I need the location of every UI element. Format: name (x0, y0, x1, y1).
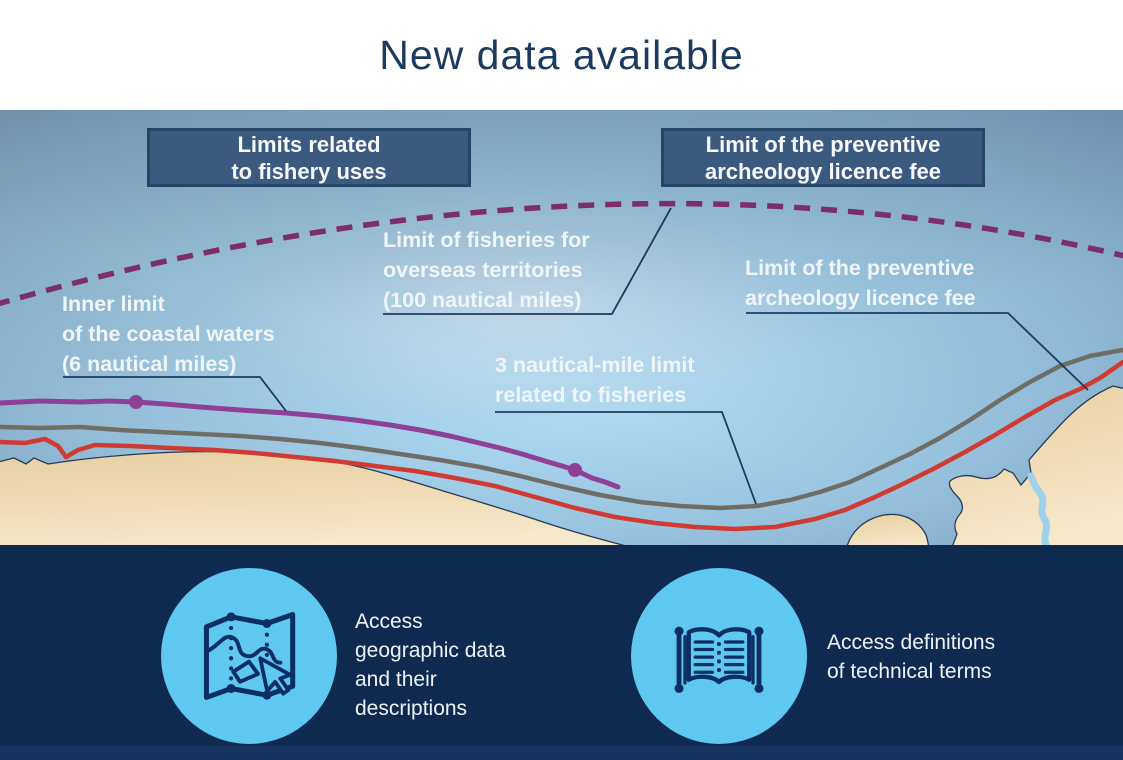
leader-inner-limit (63, 376, 287, 412)
coastal-map: Limits related to fishery uses Limit of … (0, 110, 1123, 545)
purple-line-node-1 (129, 395, 143, 409)
footer-band: Access geographic data and their descrip… (0, 545, 1123, 760)
label-preventive-archeology: Limit of the preventive archeology licen… (745, 253, 976, 313)
label-inner-limit: Inner limit of the coastal waters (6 nau… (62, 289, 275, 379)
bottom-accent-strip (0, 746, 1123, 760)
footer-text-line: Access (355, 610, 423, 633)
legend-box-line: Limits related (237, 131, 381, 157)
legend-box-preventive-archeology: Limit of the preventive archeology licen… (661, 128, 985, 187)
leader-preventive (746, 312, 1089, 391)
footer-text-line: and their (355, 668, 437, 691)
label-line: related to fisheries (495, 383, 687, 407)
page-title: New data available (379, 31, 744, 78)
label-line: Inner limit (62, 292, 165, 316)
label-line: Limit of fisheries for (383, 228, 590, 252)
access-geographic-data-text: Access geographic data and their descrip… (355, 607, 506, 723)
label-line: 3 nautical-mile limit (495, 353, 695, 377)
label-line: (6 nautical miles) (62, 352, 237, 376)
overseas-fisheries-limit-line (0, 200, 1123, 307)
access-definitions-button[interactable] (631, 568, 807, 744)
legend-box-line: archeology licence fee (705, 158, 941, 184)
label-line: archeology licence fee (745, 286, 976, 310)
preventive-archeology-limit-line (0, 359, 1123, 532)
coastal-land (0, 385, 1123, 545)
legend-box-fishery-uses: Limits related to fishery uses (147, 128, 471, 187)
leader-overseas (383, 207, 672, 315)
legend-box-line: Limit of the preventive (705, 131, 941, 157)
land-left (0, 450, 626, 545)
book-icon (674, 626, 764, 693)
header-band: New data available (0, 0, 1123, 110)
label-overseas-fisheries: Limit of fisheries for overseas territor… (383, 225, 590, 315)
footer-text-line: Access definitions (827, 631, 996, 654)
legend-box-line: to fishery uses (231, 158, 387, 184)
land-right (948, 385, 1123, 545)
footer-text-line: geographic data (355, 639, 506, 662)
leader-lines (63, 207, 1089, 505)
inner-coastal-waters-limit-line (0, 398, 621, 490)
label-line: (100 nautical miles) (383, 288, 582, 312)
three-nautical-mile-limit-line (0, 347, 1123, 511)
footer-text-line: descriptions (355, 697, 468, 720)
purple-line-node-2 (568, 463, 582, 477)
label-line: of the coastal waters (62, 322, 275, 346)
label-line: overseas territories (383, 258, 583, 282)
access-definitions-text: Access definitions of technical terms (827, 628, 995, 686)
label-line: Limit of the preventive (745, 256, 975, 280)
river (1027, 472, 1051, 545)
label-three-nautical-mile: 3 nautical-mile limit related to fisheri… (495, 350, 695, 410)
footer-text-line: of technical terms (827, 660, 992, 683)
land-sandbank (846, 513, 930, 545)
access-geographic-data-button[interactable] (161, 568, 337, 744)
leader-three-mile (495, 411, 757, 505)
map-icon (203, 612, 296, 700)
